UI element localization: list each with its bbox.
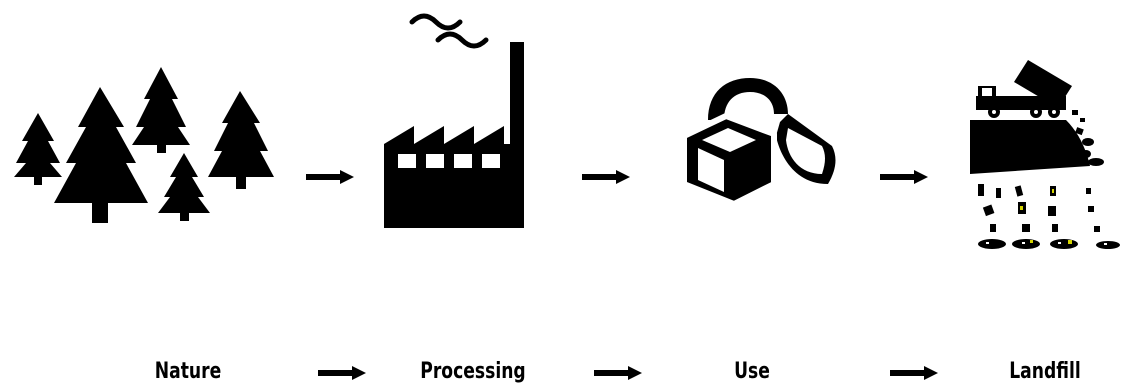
dump-truck-landfill-icon xyxy=(968,56,1136,266)
arrow-right-icon xyxy=(318,366,366,380)
arrow-right-icon xyxy=(890,366,938,380)
arrow-right-icon xyxy=(306,170,354,184)
arrow-right-icon xyxy=(594,366,642,380)
stage-label-nature: Nature xyxy=(154,359,222,384)
factory-icon xyxy=(380,8,540,228)
arrow-right-icon xyxy=(880,170,928,184)
stage-label-processing: Processing xyxy=(420,359,526,384)
arrow-right-icon xyxy=(582,170,630,184)
cube-and-shovel-icon xyxy=(676,74,846,214)
stage-label-use: Use xyxy=(734,359,770,384)
pine-trees-icon xyxy=(8,65,298,225)
stage-label-landfill: Landfill xyxy=(1009,359,1081,384)
